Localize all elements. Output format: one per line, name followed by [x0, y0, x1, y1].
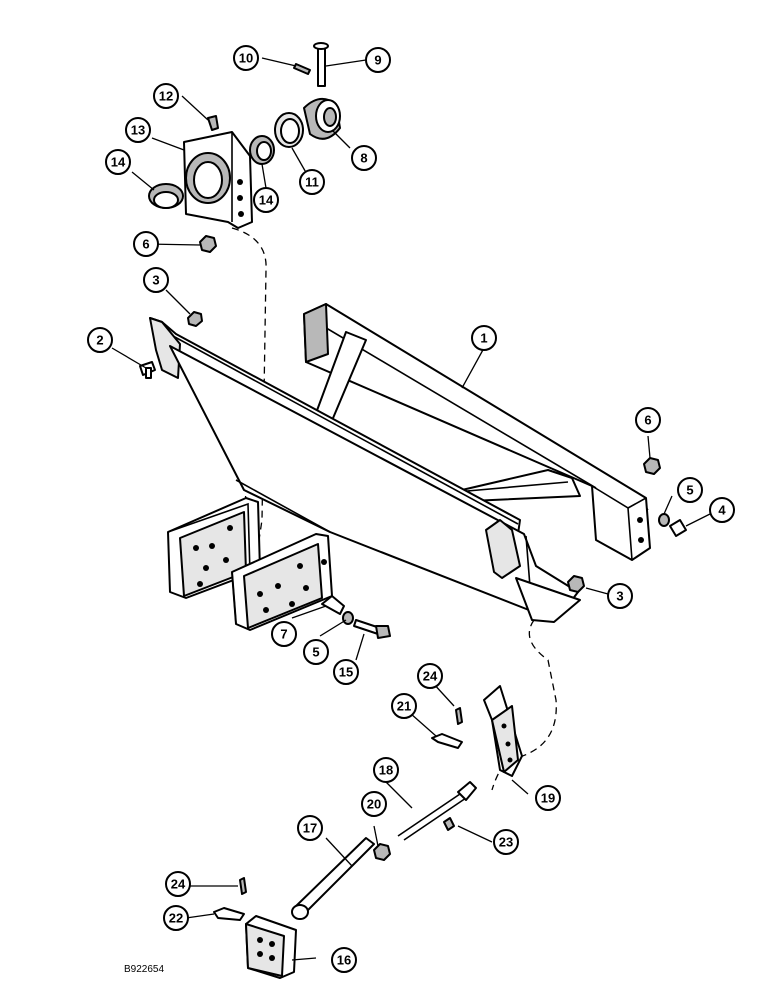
- pin-21: [431, 733, 463, 749]
- callout-14: 14: [253, 187, 279, 213]
- washer-5-right: [658, 513, 670, 527]
- callout-19: 19: [535, 785, 561, 811]
- cotter-24-upper: [455, 707, 463, 725]
- svg-text:20: 20: [367, 797, 381, 812]
- callout-8: 8: [351, 145, 377, 171]
- svg-text:14: 14: [111, 155, 126, 170]
- pin-9: [313, 42, 329, 87]
- svg-text:4: 4: [718, 503, 726, 518]
- bracket-19: [483, 685, 523, 777]
- svg-text:14: 14: [259, 193, 274, 208]
- svg-text:17: 17: [303, 821, 317, 836]
- figure-id: B922654: [124, 964, 164, 975]
- bolt-4: [669, 519, 687, 537]
- bushing-14-right: [249, 135, 275, 165]
- svg-text:24: 24: [423, 669, 438, 684]
- callout-13: 13: [125, 117, 151, 143]
- svg-text:6: 6: [644, 413, 651, 428]
- main-frame-1: [149, 303, 651, 631]
- collar-8: [303, 97, 341, 140]
- svg-text:19: 19: [541, 791, 555, 806]
- ring-11: [274, 112, 304, 148]
- callout-6: 6: [635, 407, 661, 433]
- svg-text:7: 7: [280, 627, 287, 642]
- svg-text:11: 11: [305, 175, 319, 190]
- nut-3-upper: [187, 311, 203, 327]
- callout-3: 3: [143, 267, 169, 293]
- bolt-15: [353, 619, 391, 639]
- callout-23: 23: [493, 829, 519, 855]
- frame-holes: [193, 517, 644, 613]
- callout-5: 5: [303, 639, 329, 665]
- svg-text:10: 10: [239, 51, 253, 66]
- callout-18: 18: [373, 757, 399, 783]
- bolt-23: [443, 817, 455, 831]
- callout-15: 15: [333, 659, 359, 685]
- cotter-10: [293, 63, 311, 75]
- svg-text:3: 3: [152, 273, 159, 288]
- pivot-bracket-13: [183, 131, 253, 229]
- svg-text:15: 15: [339, 665, 353, 680]
- callout-9: 9: [365, 47, 391, 73]
- bracket-16: [245, 915, 297, 979]
- svg-text:9: 9: [374, 53, 381, 68]
- callout-5: 5: [677, 477, 703, 503]
- callout-14: 14: [105, 149, 131, 175]
- callout-24: 24: [165, 871, 191, 897]
- svg-text:8: 8: [360, 151, 367, 166]
- callouts: 1 2 3 3 4 5 5 6 6 7 8 9 10 11 12 13 14 1…: [87, 45, 735, 973]
- svg-text:18: 18: [379, 763, 393, 778]
- pin-22: [213, 907, 245, 921]
- svg-text:6: 6: [142, 237, 149, 252]
- svg-text:3: 3: [616, 589, 623, 604]
- callout-12: 12: [153, 83, 179, 109]
- callout-2: 2: [87, 327, 113, 353]
- callout-4: 4: [709, 497, 735, 523]
- svg-text:21: 21: [397, 699, 411, 714]
- callout-10: 10: [233, 45, 259, 71]
- callout-1: 1: [471, 325, 497, 351]
- bolt-2: [139, 361, 156, 379]
- svg-text:2: 2: [96, 333, 103, 348]
- callout-24: 24: [417, 663, 443, 689]
- nut-20: [373, 843, 391, 861]
- callout-20: 20: [361, 791, 387, 817]
- svg-text:5: 5: [312, 645, 319, 660]
- pin-12: [207, 115, 219, 131]
- svg-text:22: 22: [169, 911, 183, 926]
- callout-16: 16: [331, 947, 357, 973]
- callout-11: 11: [299, 169, 325, 195]
- nut-6-upper: [199, 235, 217, 253]
- svg-text:5: 5: [686, 483, 693, 498]
- callout-7: 7: [271, 621, 297, 647]
- svg-text:16: 16: [337, 953, 351, 968]
- callout-17: 17: [297, 815, 323, 841]
- callout-21: 21: [391, 693, 417, 719]
- callout-6: 6: [133, 231, 159, 257]
- svg-text:12: 12: [159, 89, 173, 104]
- svg-text:13: 13: [131, 123, 145, 138]
- callout-22: 22: [163, 905, 189, 931]
- nut-3-lower: [567, 575, 585, 593]
- nut-6-right: [643, 457, 661, 475]
- washer-5-lower: [342, 611, 354, 625]
- spacer-7: [321, 595, 345, 615]
- bushing-14-left: [148, 183, 184, 209]
- svg-text:1: 1: [480, 331, 487, 346]
- svg-text:23: 23: [499, 835, 513, 850]
- svg-text:24: 24: [171, 877, 186, 892]
- rod-18: [397, 781, 477, 841]
- rod-17: [291, 837, 375, 920]
- callout-3: 3: [607, 583, 633, 609]
- cotter-24-lower: [239, 877, 247, 895]
